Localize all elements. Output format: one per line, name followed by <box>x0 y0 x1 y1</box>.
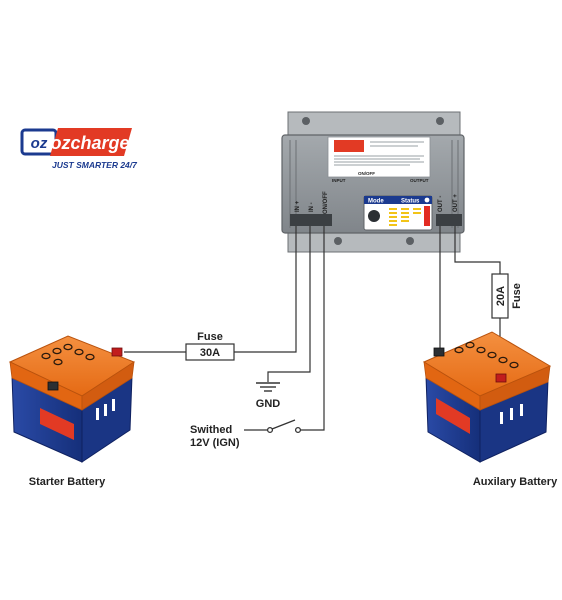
starter-battery <box>8 335 136 463</box>
terminal-label-in-plus: IN + <box>295 200 301 212</box>
cell-cap-icon <box>41 343 95 366</box>
aux-battery-lid-side <box>479 365 551 411</box>
aux-positive-terminal <box>495 373 507 383</box>
aux-battery-caption: Auxilary Battery <box>473 476 558 488</box>
wire-in-minus <box>267 226 311 382</box>
starter-battery-caption: Starter Battery <box>29 476 106 488</box>
screw-hole-icon <box>436 117 444 125</box>
sticker-onoff-label: ON/OFF <box>358 171 375 176</box>
status-leds <box>389 208 421 226</box>
logo-oz-text: oz <box>31 135 48 152</box>
mode-button[interactable] <box>368 210 380 222</box>
sticker-fine-print <box>334 141 424 166</box>
fuse-20a-rating: 20A <box>495 286 507 306</box>
fuse-30a-rating: 30A <box>200 347 220 359</box>
logo-brand-text: ozcharge <box>50 133 129 153</box>
aux-battery-spec-marks <box>500 404 523 424</box>
screw-hole-icon <box>334 237 342 245</box>
sticker-input-label: INPUT <box>332 178 346 183</box>
logo-tagline: JUST SMARTER 24/7 <box>52 160 138 170</box>
ground-symbol-icon <box>256 382 280 392</box>
charger-label-sticker: INPUT ON/OFF OUTPUT <box>327 136 431 183</box>
terminal-block-output <box>436 214 462 226</box>
fuse-20a-title: Fuse <box>511 283 523 309</box>
starter-battery-spec-marks <box>96 399 115 420</box>
fuse-30a: Fuse 30A <box>185 331 235 361</box>
auxiliary-battery <box>422 331 552 463</box>
status-red-indicator <box>424 206 430 226</box>
terminal-block-input <box>290 214 332 226</box>
aux-negative-terminal <box>433 347 445 357</box>
ignition-label-line1: Swithed <box>190 424 232 436</box>
starter-positive-terminal <box>111 347 123 357</box>
wire-in-plus <box>234 226 297 353</box>
sticker-output-label: OUTPUT <box>410 178 429 183</box>
panel-mode-label: Mode <box>368 199 384 205</box>
wire-on-off <box>300 226 325 431</box>
starter-battery-lid-side <box>81 361 135 411</box>
screw-hole-icon <box>406 237 414 245</box>
panel-status-label: Status <box>401 199 420 205</box>
dc-dc-charger: INPUT ON/OFF OUTPUT IN + IN - ON/OFF OUT… <box>281 111 465 253</box>
starter-negative-terminal <box>47 381 59 391</box>
sticker-brand-icon <box>334 140 364 152</box>
ozcharge-logo: oz ozcharge JUST SMARTER 24/7 <box>20 128 138 170</box>
cell-cap-icon <box>454 341 519 369</box>
ground-label: GND <box>256 398 281 410</box>
ignition-label-line2: 12V (IGN) <box>190 437 240 449</box>
charger-control-panel: Mode Status <box>363 195 433 231</box>
fuse-20a: 20A Fuse <box>491 273 523 319</box>
ignition-switch-icon <box>266 419 302 434</box>
wire-out-plus <box>454 226 501 274</box>
aux-battery-brand-stripe <box>436 398 470 434</box>
fuse-30a-body <box>185 343 235 361</box>
fuse-30a-title: Fuse <box>197 331 223 343</box>
terminal-label-in-minus: IN - <box>309 202 315 212</box>
terminal-label-out-minus: OUT - <box>438 196 444 212</box>
info-icon <box>424 197 430 203</box>
charger-heatsink-fins <box>289 140 459 228</box>
fuse-20a-body <box>491 273 509 319</box>
terminal-label-on-off: ON/OFF <box>323 191 329 214</box>
screw-hole-icon <box>302 117 310 125</box>
logo-charge-wordmark: ozcharge <box>50 128 132 156</box>
terminal-label-out-plus: OUT + <box>453 194 459 212</box>
charger-flange-top <box>287 111 461 139</box>
starter-battery-brand-stripe <box>40 408 74 440</box>
